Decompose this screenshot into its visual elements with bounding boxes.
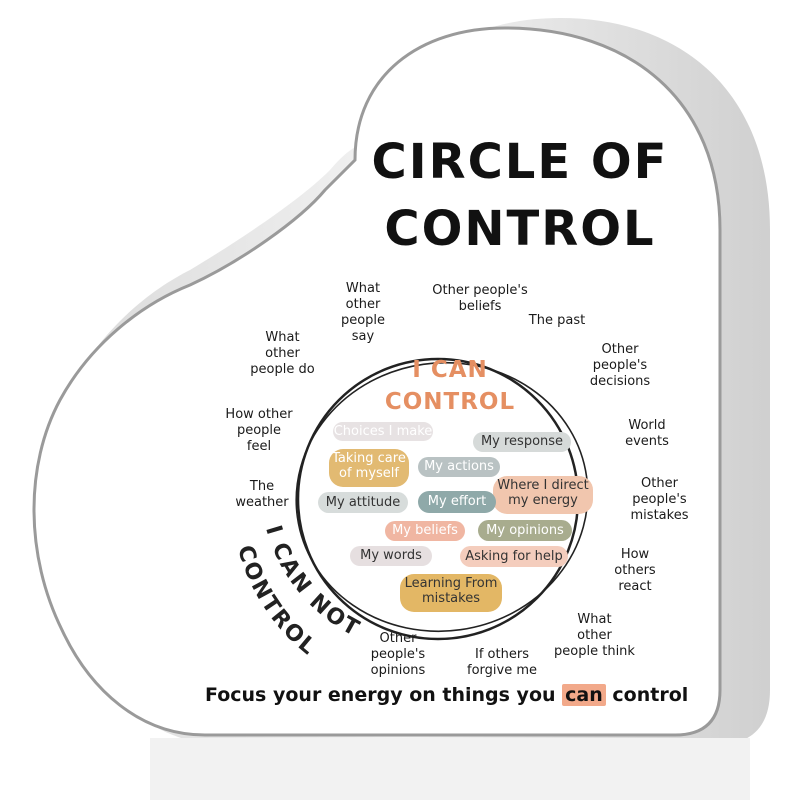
label-what-other-people-think: What other people think [554,612,635,659]
label-what-other-people-do: What other people do [250,330,315,377]
label-the-past: The past [528,313,586,328]
label-other-peoples-mistakes: Other people's mistakes [630,476,689,523]
pill-my-opinions: My opinions [478,520,572,541]
label-other-peoples-decisions: Other people's decisions [589,342,651,389]
inner-title-line2: CONTROL [384,389,516,415]
pill-where-i-direct-my-energy: Where I direct my energy [493,476,593,514]
label-what-other-people-say: What other people say [340,281,386,344]
inner-title-line1: I CAN [412,357,488,383]
tagline-highlight: can [562,684,606,706]
label-how-others-react: How others react [614,547,656,594]
tagline-after: control [612,684,689,706]
label-the-weather: The weather [235,479,289,510]
label-if-others-forgive-me: If others forgive me [467,647,537,678]
tagline-before: Focus your energy on things you [205,684,556,706]
pill-my-response: My response [473,432,571,452]
reflection [150,738,750,800]
pill-taking-care-of-myself: Taking care of myself [329,449,409,487]
pill-my-actions: My actions [418,457,500,477]
label-world-events: World events [625,418,669,449]
pill-asking-for-help: Asking for help [460,546,568,567]
label-other-peoples-opinions: Other people's opinions [370,631,426,678]
tagline: Focus your energy on things you can cont… [205,684,688,706]
label-other-peoples-beliefs: Other people's beliefs [432,283,528,314]
pill-my-beliefs: My beliefs [385,521,465,541]
title-line1: CIRCLE OF [371,134,669,190]
pill-choices-i-make: Choices I make [333,422,433,441]
pill-my-attitude: My attitude [318,492,408,513]
pill-my-words: My words [350,546,432,566]
title-line2: CONTROL [384,201,656,257]
label-how-other-people-feel: How other people feel [225,407,293,454]
control-circle-sketch [295,361,589,633]
pill-learning-from-mistakes: Learning From mistakes [400,574,502,612]
pill-my-effort: My effort [418,491,496,513]
